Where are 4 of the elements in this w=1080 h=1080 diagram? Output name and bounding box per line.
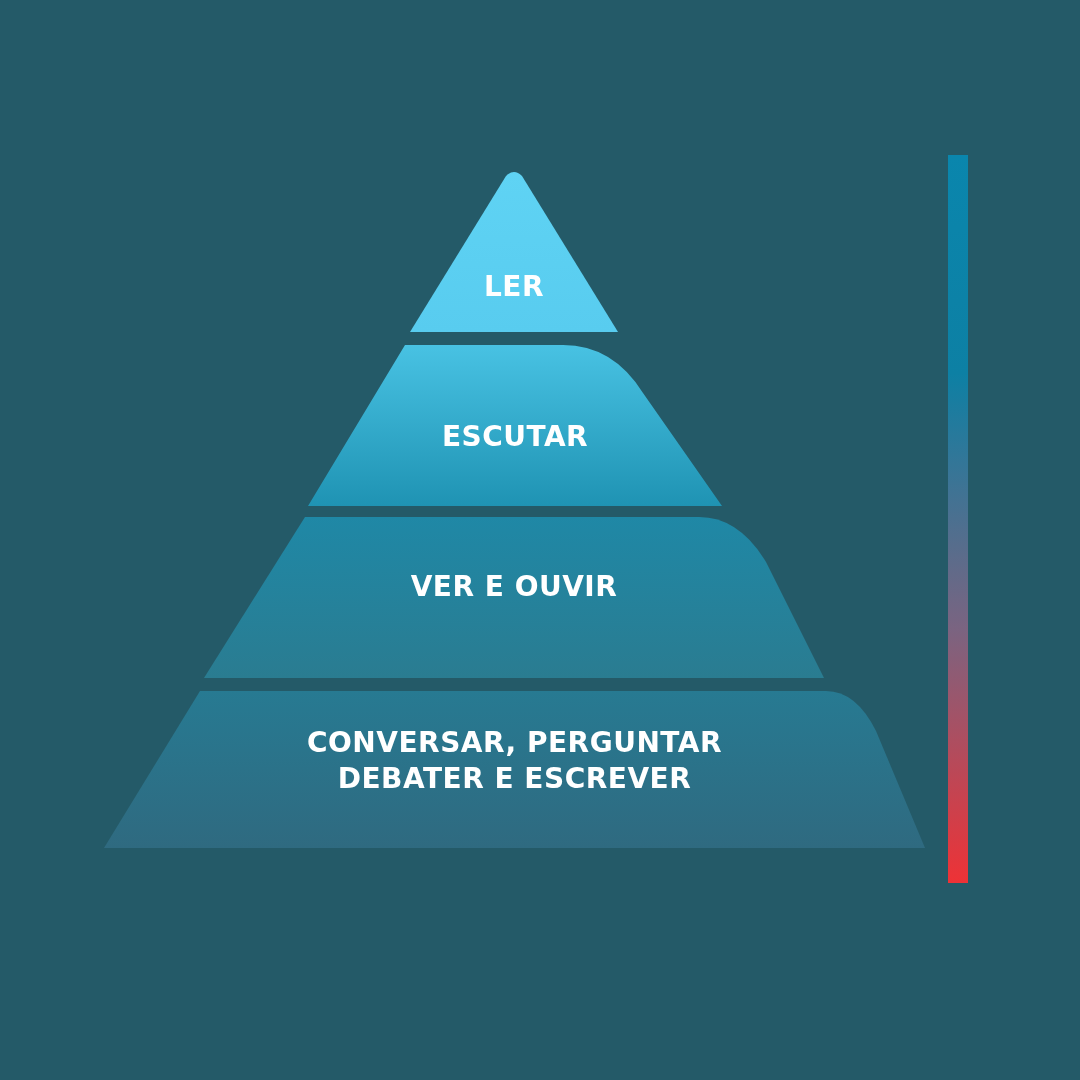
level-label: CONVERSAR, PERGUNTAR DEBATER E ESCREVER <box>306 724 723 797</box>
level-label: LER <box>483 268 545 305</box>
level-label: ESCUTAR <box>440 418 590 455</box>
level-label: VER E OUVIR <box>409 568 619 605</box>
